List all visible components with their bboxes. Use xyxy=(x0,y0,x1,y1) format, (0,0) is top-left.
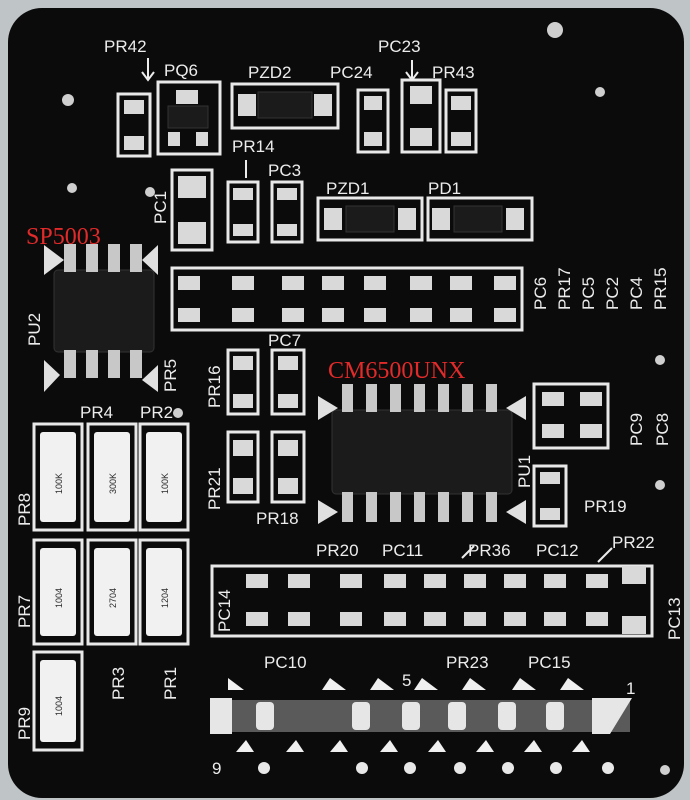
chip-pu2 xyxy=(44,244,158,392)
code-pr4: 300K xyxy=(108,473,118,494)
label-pr23: PR23 xyxy=(446,653,489,672)
footprint-row-pc14-pc13 xyxy=(210,564,654,638)
label-pr9: PR9 xyxy=(15,707,34,740)
code-pr1: 1204 xyxy=(160,588,170,608)
code-pr7: 1004 xyxy=(54,588,64,608)
label-pzd1: PZD1 xyxy=(326,179,369,198)
label-pr22: PR22 xyxy=(612,533,655,552)
label-pr16: PR16 xyxy=(205,365,224,408)
label-pu1: PU1 xyxy=(515,455,534,488)
label-pc8: PC8 xyxy=(653,413,672,446)
footprint-pc9-pc8 xyxy=(532,382,610,450)
label-pr3: PR3 xyxy=(109,667,128,700)
label-pc24: PC24 xyxy=(330,63,373,82)
label-pr36: PR36 xyxy=(468,541,511,560)
label-pr42: PR42 xyxy=(104,37,147,56)
label-pc7: PC7 xyxy=(268,331,301,350)
footprint-pr19 xyxy=(532,464,568,528)
silk-arrows xyxy=(141,58,613,563)
label-pr1: PR1 xyxy=(161,667,180,700)
resistor-array-left xyxy=(32,422,190,752)
label-pr8: PR8 xyxy=(15,493,34,526)
label-pc4: PC4 xyxy=(627,277,646,310)
code-pr9: 1004 xyxy=(54,696,64,716)
label-pd1: PD1 xyxy=(428,179,461,198)
label-pc15: PC15 xyxy=(528,653,571,672)
label-pq6: PQ6 xyxy=(164,61,198,80)
label-pr15: PR15 xyxy=(651,267,670,310)
label-pc3: PC3 xyxy=(268,161,301,180)
footprint-pc1 xyxy=(170,168,214,252)
label-pr5: PR5 xyxy=(161,359,180,392)
connector-pin-5: 5 xyxy=(402,671,411,690)
footprint-pr18 xyxy=(270,430,306,504)
footprint-pr42 xyxy=(116,92,152,158)
footprint-pzd2 xyxy=(230,82,340,130)
label-pr21: PR21 xyxy=(205,467,224,510)
label-pu2: PU2 xyxy=(25,313,44,346)
label-pr2: PR2 xyxy=(140,403,173,422)
footprint-pzd1 xyxy=(316,196,424,242)
code-pr8: 100K xyxy=(54,473,64,494)
label-pr17: PR17 xyxy=(555,267,574,310)
code-pr2: 100K xyxy=(160,473,170,494)
footprint-pc23 xyxy=(400,78,442,154)
label-pc10: PC10 xyxy=(264,653,307,672)
label-pc13: PC13 xyxy=(665,597,684,640)
chip-pu1 xyxy=(318,384,526,524)
vias xyxy=(62,22,670,775)
label-pc9: PC9 xyxy=(627,413,646,446)
label-pc23: PC23 xyxy=(378,37,421,56)
connector-pads xyxy=(210,678,632,774)
label-pc1: PC1 xyxy=(151,191,170,224)
connector-pin-9: 9 xyxy=(212,759,221,778)
footprint-pr16 xyxy=(226,348,260,416)
footprint-pc7 xyxy=(270,348,306,416)
label-pr20: PR20 xyxy=(316,541,359,560)
label-pc6: PC6 xyxy=(531,277,550,310)
label-pr14: PR14 xyxy=(232,137,275,156)
label-pc2: PC2 xyxy=(603,277,622,310)
footprint-pq6 xyxy=(156,80,222,156)
label-pc12: PC12 xyxy=(536,541,579,560)
label-pr18: PR18 xyxy=(256,509,299,528)
chip-label-cm6500unx: CM6500UNX xyxy=(328,358,465,384)
footprint-pr21 xyxy=(226,430,260,504)
label-pr4: PR4 xyxy=(80,403,113,422)
footprint-pc3 xyxy=(270,180,304,244)
label-pr7: PR7 xyxy=(15,595,34,628)
label-pr43: PR43 xyxy=(432,63,475,82)
code-pr3: 2704 xyxy=(108,588,118,608)
label-pc11: PC11 xyxy=(382,541,423,560)
label-pzd2: PZD2 xyxy=(248,63,291,82)
label-pc14: PC14 xyxy=(215,589,234,632)
chip-label-sp5003: SP5003 xyxy=(26,224,101,250)
footprint-pr14 xyxy=(226,180,260,244)
connector-pin-1: 1 xyxy=(626,679,635,698)
footprint-pr43 xyxy=(444,88,478,154)
footprint-pd1 xyxy=(426,196,534,242)
label-pc5: PC5 xyxy=(579,277,598,310)
footprint-row-pc6-pr15 xyxy=(170,266,524,332)
footprint-pc24 xyxy=(356,88,390,154)
label-pr19: PR19 xyxy=(584,497,627,516)
